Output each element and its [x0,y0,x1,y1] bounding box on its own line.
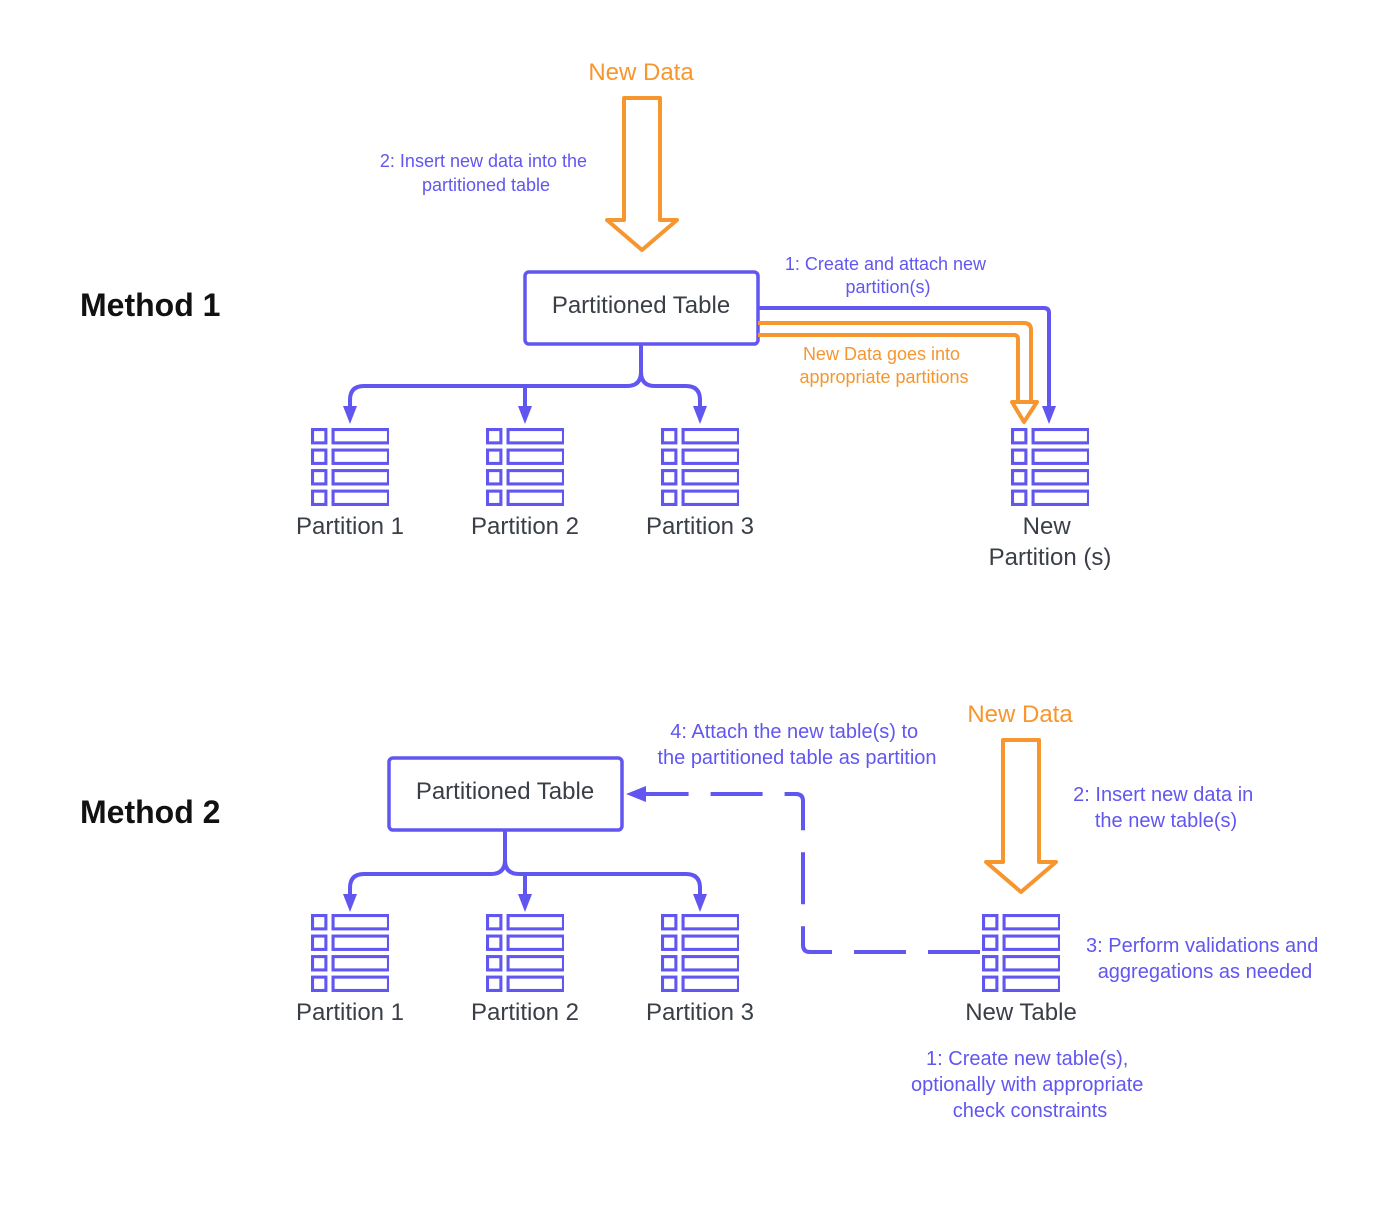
method1-heading: Method 1 [80,287,220,323]
method1-partition3-icon [661,428,739,506]
method1-partition3-label: Partition 3 [646,513,754,540]
method1-partition2-icon [486,428,564,506]
method1-step-create: 1: Create and attach new partition(s) [785,254,991,297]
method2-new-data-label: New Data [967,701,1073,728]
method1-step-route: New Data goes into appropriate partition… [799,344,968,387]
method2-partitioned-table-label: Partitioned Table [416,778,594,805]
method1-route-arrow [758,321,1039,424]
method2-partition2-icon [486,914,564,992]
method2-step-insert: 2: Insert new data in the new table(s) [1073,784,1259,832]
method1-new-partition-label: New Partition (s) [989,513,1112,571]
method2-step-validate: 3: Perform validations and aggregations … [1086,935,1324,983]
method1-step-insert: 2: Insert new data into the partitioned … [380,151,592,195]
method2-step-attach: 4: Attach the new table(s) to the partit… [657,721,936,769]
method1-new-data-arrow [605,96,679,252]
method2-step-create: 1: Create new table(s), optionally with … [911,1048,1149,1122]
method2-attach-dashed-line [645,792,980,954]
method1-partition1-icon [311,428,389,506]
method2-partition3-icon [661,914,739,992]
method2-partition1-icon [311,914,389,992]
method2-new-table-icon [982,914,1060,992]
method2-partition1-label: Partition 1 [296,999,404,1026]
method2-attach-arrowhead [626,786,646,802]
method1-partitioned-table-label: Partitioned Table [552,292,730,319]
method2-new-data-arrow [984,738,1058,894]
method1-tree-arrowheads [343,406,707,424]
method2-heading: Method 2 [80,794,220,830]
method1-attach-line [758,306,1051,408]
method1-attach-arrowhead [1042,406,1056,424]
method2-partition3-label: Partition 3 [646,999,754,1026]
method2-tree-connectors [348,830,702,896]
method1-tree-connectors [348,344,702,408]
method1-partition1-label: Partition 1 [296,513,404,540]
method1-partition2-label: Partition 2 [471,513,579,540]
method2-tree-arrowheads [343,894,707,912]
method2-partition2-label: Partition 2 [471,999,579,1026]
method1-new-partition-icon [1011,428,1089,506]
method2-new-table-label: New Table [965,999,1077,1026]
method1-new-data-label: New Data [588,59,694,86]
